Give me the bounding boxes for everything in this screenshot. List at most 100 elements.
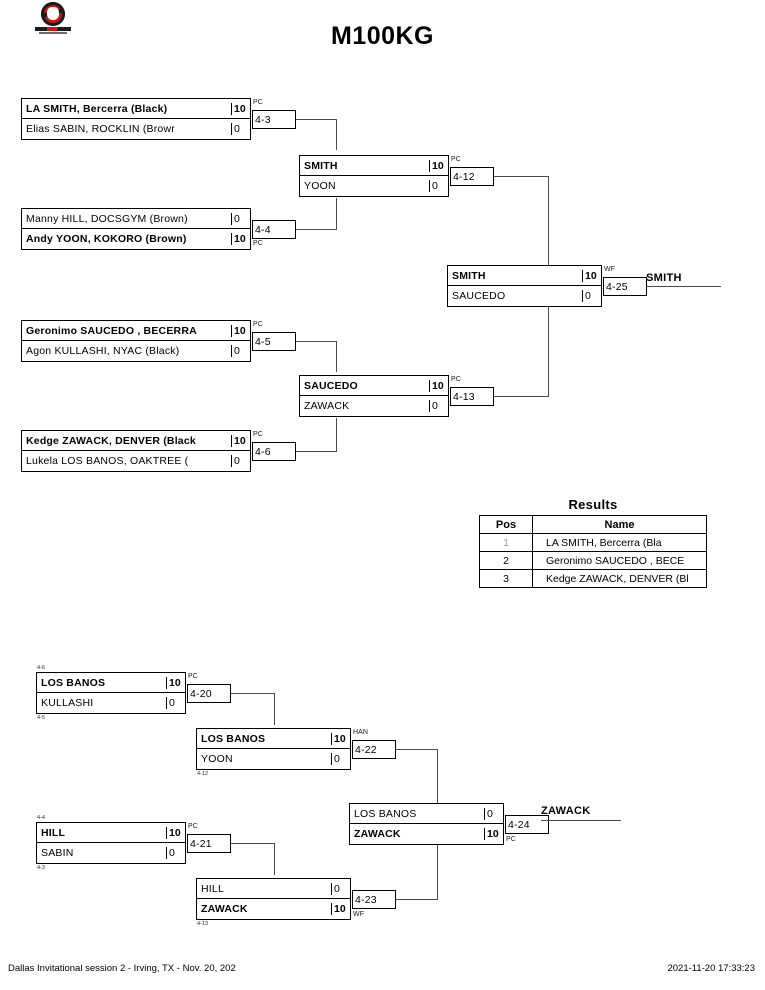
bout-number-4-23[interactable]: 4-23 [352,890,396,909]
competitor-score: 0 [429,180,448,192]
bout-number-4-4[interactable]: 4-4 [252,220,296,239]
match-4-13[interactable]: SAUCEDO 10 ZAWACK 0 [299,375,449,417]
competitor-name: LA SMITH, Bercerra (Black) [26,102,168,115]
connector [274,843,275,875]
bout-number-4-22[interactable]: 4-22 [352,740,396,759]
competitor-name: ZAWACK [201,903,248,915]
bout-number-4-6[interactable]: 4-6 [252,442,296,461]
results-table: Pos Name 1 LA SMITH, Bercerra (Bla 2 Ger… [479,515,707,588]
competitor-name: LOS BANOS [201,732,266,745]
footer-event-info: Dallas Invitational session 2 - Irving, … [8,963,236,974]
results-title: Results [568,497,618,512]
match-slot-top[interactable]: HILL 10 [37,823,185,843]
match-4-24[interactable]: LOS BANOS 0 ZAWACK 10 [349,803,504,845]
match-slot-top[interactable]: LOS BANOS 10 [37,673,185,693]
match-slot-top[interactable]: HILL 0 [197,879,350,899]
bout-number-4-25[interactable]: 4-25 [603,277,647,296]
competitor-name: HILL [201,882,224,895]
match-slot-top[interactable]: Geronimo SAUCEDO , BECERRA 10 [22,321,250,341]
match-tag-top: WF [604,266,616,273]
connector [336,198,337,230]
match-slot-top[interactable]: LOS BANOS 10 [197,729,350,749]
competitor-name: KULLASHI [41,697,94,709]
match-4-21[interactable]: HILL 10 SABIN 0 [36,822,186,864]
match-slot-bottom[interactable]: Andy YOON, KOKORO (Brown) 10 [22,229,250,249]
bout-number-4-13[interactable]: 4-13 [450,387,494,406]
match-slot-bottom[interactable]: Agon KULLASHI, NYAC (Black) 0 [22,341,250,361]
match-slot-bottom[interactable]: SAUCEDO 0 [448,286,601,306]
competitor-score: 0 [484,807,503,820]
results-panel: Results Pos Name 1 LA SMITH, Bercerra (B… [479,497,707,588]
table-row[interactable]: 2 Geronimo SAUCEDO , BECE [479,551,707,570]
result-name: Geronimo SAUCEDO , BECE [532,551,707,570]
match-slot-bottom[interactable]: YOON 0 [197,749,350,769]
match-slot-bottom[interactable]: Lukela LOS BANOS, OAKTREE ( 0 [22,451,250,471]
match-slot-top[interactable]: Kedge ZAWACK, DENVER (Black 10 [22,431,250,451]
result-name: Kedge ZAWACK, DENVER (Bl [532,569,707,588]
bout-number-4-5[interactable]: 4-5 [252,332,296,351]
connector [296,341,337,342]
match-slot-bottom[interactable]: ZAWACK 10 [350,824,503,844]
match-ref-bottom: 4-12 [197,771,209,777]
match-slot-top[interactable]: Manny HILL, DOCSGYM (Brown) 0 [22,209,250,229]
match-slot-top[interactable]: SAUCEDO 10 [300,376,448,396]
competitor-name: ZAWACK [354,828,401,840]
connector [396,749,438,750]
connector [494,176,549,177]
connector [231,843,275,844]
connector [274,693,275,725]
match-4-23[interactable]: HILL 0 ZAWACK 10 [196,878,351,920]
competitor-score: 0 [166,847,185,859]
match-tag-top: PC [188,823,198,830]
footer-timestamp: 2021-11-20 17:33:23 [667,963,755,974]
competitor-score: 10 [231,233,250,245]
match-slot-bottom[interactable]: KULLASHI 0 [37,693,185,713]
match-4-12[interactable]: SMITH 10 YOON 0 [299,155,449,197]
competitor-score: 10 [231,434,250,447]
match-4-22[interactable]: LOS BANOS 10 YOON 0 [196,728,351,770]
repechage-champion-label: ZAWACK [541,805,591,817]
match-slot-bottom[interactable]: ZAWACK 10 [197,899,350,919]
bout-number-4-24[interactable]: 4-24 [505,815,549,834]
match-4-6[interactable]: Kedge ZAWACK, DENVER (Black 10 Lukela LO… [21,430,251,472]
match-4-5[interactable]: Geronimo SAUCEDO , BECERRA 10 Agon KULLA… [21,320,251,362]
connector [336,341,337,372]
match-ref-bottom: 4-5 [37,715,45,721]
competitor-score: 0 [231,212,250,225]
results-col-pos: Pos [479,515,533,534]
connector [494,396,549,397]
competitor-name: Elias SABIN, ROCKLIN (Browr [26,123,175,135]
match-4-25[interactable]: SMITH 10 SAUCEDO 0 [447,265,602,307]
match-slot-bottom[interactable]: ZAWACK 0 [300,396,448,416]
table-row[interactable]: 1 LA SMITH, Bercerra (Bla [479,533,707,552]
bout-number-4-20[interactable]: 4-20 [187,684,231,703]
match-slot-top[interactable]: SMITH 10 [448,266,601,286]
match-ref-bottom: 4-3 [37,865,45,871]
match-tag-top: PC [253,99,263,106]
bout-number-4-21[interactable]: 4-21 [187,834,231,853]
match-slot-bottom[interactable]: YOON 0 [300,176,448,196]
connector [437,749,438,805]
results-header-row: Pos Name [479,515,707,534]
match-slot-top[interactable]: LOS BANOS 0 [350,804,503,824]
match-slot-top[interactable]: SMITH 10 [300,156,448,176]
competitor-name: Agon KULLASHI, NYAC (Black) [26,345,180,357]
bout-number-4-12[interactable]: 4-12 [450,167,494,186]
competitor-score: 0 [331,753,350,765]
competitor-score: 10 [331,903,350,915]
bout-number-4-3[interactable]: 4-3 [252,110,296,129]
match-slot-bottom[interactable]: Elias SABIN, ROCKLIN (Browr 0 [22,119,250,139]
competitor-score: 0 [166,697,185,709]
competitor-name: Kedge ZAWACK, DENVER (Black [26,434,196,447]
table-row[interactable]: 3 Kedge ZAWACK, DENVER (Bl [479,569,707,588]
match-4-4[interactable]: Manny HILL, DOCSGYM (Brown) 0 Andy YOON,… [21,208,251,250]
match-4-3[interactable]: LA SMITH, Bercerra (Black) 10 Elias SABI… [21,98,251,140]
match-tag-top: HAN [353,729,369,736]
competitor-name: SMITH [304,159,338,172]
match-slot-top[interactable]: LA SMITH, Bercerra (Black) 10 [22,99,250,119]
page-title: M100KG [330,22,435,50]
match-4-20[interactable]: LOS BANOS 10 KULLASHI 0 [36,672,186,714]
result-position: 1 [479,533,533,552]
match-slot-bottom[interactable]: SABIN 0 [37,843,185,863]
match-tag-bottom: PC [253,240,263,247]
